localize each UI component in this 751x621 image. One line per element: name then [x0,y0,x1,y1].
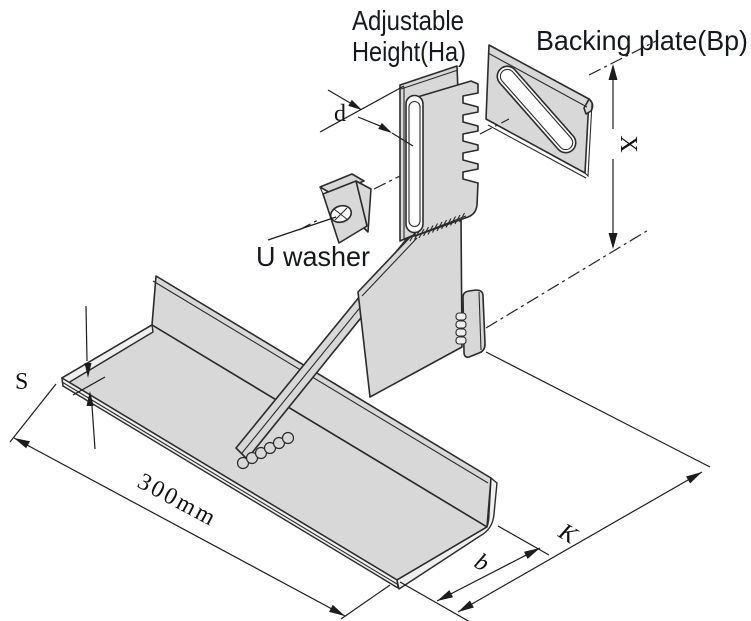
dim-label-300mm: 300mm [133,468,220,531]
centerlines [298,40,657,329]
dimension-x: X [604,64,641,249]
dimension-s: S [15,305,106,450]
dimension-d: d [319,85,414,147]
lower-axis-centerline [485,228,651,329]
upright-plate [357,215,463,398]
label-adjustable-height-line2: Height(Ha) [352,36,466,67]
backing-plate-part [485,44,594,179]
height-slot [405,94,424,234]
label-adjustable-height-line1: Adjustable [352,5,464,36]
weld-bead [236,431,295,470]
label-backing-plate: Backing plate(Bp) [536,25,748,56]
backing-plate-slot [496,65,577,154]
u-washer-part [267,173,372,244]
tab-weld-dots [455,312,467,345]
dim-label-b: b [470,549,494,577]
washer-hole-cross [333,207,349,221]
dim-label-x: X [615,135,641,152]
side-tab [455,289,486,358]
adjustable-plate [399,65,479,242]
base-right-end-edge [396,477,498,590]
assembly-axis-centerline [298,40,657,231]
dim-label-d: d [334,101,346,127]
adjustable-plate-front-face [413,80,479,237]
dim-label-k: K [553,518,583,550]
base-plate [61,324,498,590]
label-u-washer: U washer [256,241,370,272]
dim-label-s: S [15,369,28,395]
serrated-weld-joint [408,212,467,242]
